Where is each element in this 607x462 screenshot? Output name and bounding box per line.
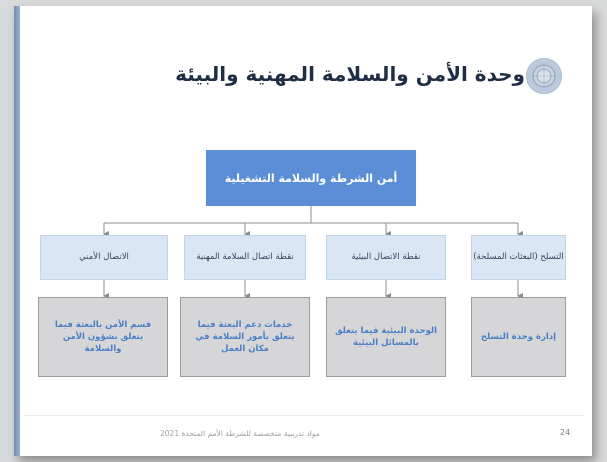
- un-emblem-icon: [526, 58, 562, 94]
- node-occupational-safety-focal-point: نقطة اتصال السلامة المهنية: [184, 235, 306, 280]
- slide: [14, 6, 592, 456]
- node-armament-management: إدارة وحدة التسلح: [471, 297, 566, 377]
- node-mission-security-section: قسم الأمن بالبعثة فيما يتعلق بشؤون الأمن…: [38, 297, 168, 377]
- node-mission-support-services: خدمات دعم البعثة فيما يتعلق بأمور السلام…: [180, 297, 310, 377]
- node-environmental-focal-point: نقطة الاتصال البيئية: [326, 235, 446, 280]
- root-node-police-security: أمن الشرطة والسلامة التشغيلية: [206, 150, 416, 206]
- node-armament: التسلح (البعثات المسلحة): [471, 235, 566, 280]
- node-security-liaison: الاتصال الأمني: [40, 235, 168, 280]
- page-number: 24: [560, 428, 571, 437]
- slide-left-accent-bar: [14, 6, 20, 456]
- footer-text: مواد تدريبية متخصصة للشرطة الأمم المتحدة…: [160, 429, 320, 438]
- footer-divider: [24, 415, 584, 416]
- node-environmental-unit: الوحدة البيئية فيما يتعلق بالمسائل البيئ…: [326, 297, 446, 377]
- slide-title: وحدة الأمن والسلامة المهنية والبيئة: [175, 62, 525, 86]
